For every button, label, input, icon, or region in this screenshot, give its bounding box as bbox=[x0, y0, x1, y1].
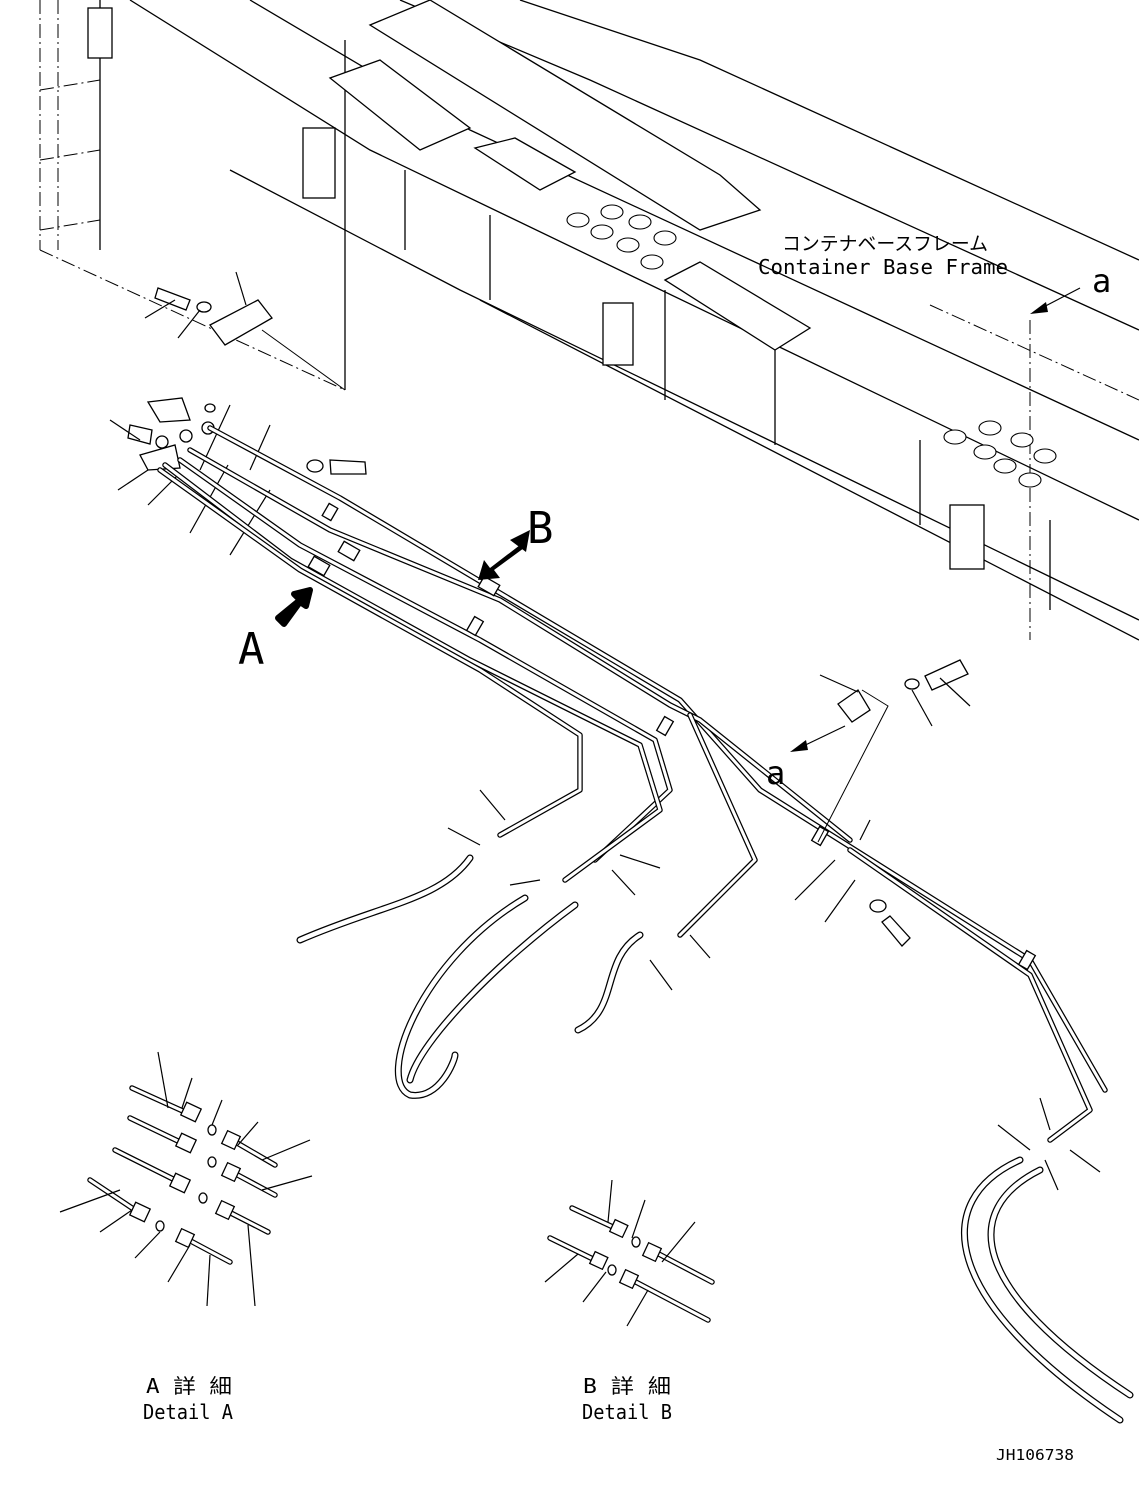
view-label-a-upper: a bbox=[1092, 262, 1111, 300]
container-base-frame bbox=[39, 0, 1139, 641]
arrow-label-B: B bbox=[527, 503, 554, 554]
frame-holes bbox=[566, 204, 1057, 488]
detail-a-drawing bbox=[59, 1051, 313, 1307]
detail-b-drawing bbox=[544, 1179, 715, 1327]
frame-label-en: Container Base Frame bbox=[758, 255, 1008, 279]
frame-label-jp: コンテナベースフレーム bbox=[782, 233, 988, 255]
upper-bracket-assembly bbox=[144, 271, 346, 391]
detail-a-label-jp: A 詳 細 bbox=[146, 1374, 232, 1398]
fitting-leaders bbox=[447, 789, 1101, 1191]
arrow-marker-B: B bbox=[478, 503, 554, 580]
detail-b-label-jp: B 詳 細 bbox=[583, 1374, 671, 1398]
arrow-marker-A: A bbox=[238, 587, 313, 675]
right-bracket-assembly bbox=[817, 659, 971, 843]
hoses bbox=[296, 854, 1134, 1424]
view-label-a-lower: a bbox=[766, 754, 785, 792]
view-arrow-a-lower: a bbox=[766, 725, 846, 792]
detail-a-label-en: Detail A bbox=[143, 1400, 233, 1424]
arrow-label-A: A bbox=[238, 624, 265, 675]
pipe-runs bbox=[157, 425, 1108, 1143]
detail-b-label-en: Detail B bbox=[582, 1400, 672, 1424]
view-arrow-a-upper: a bbox=[1030, 262, 1111, 314]
drawing-number: JH106738 bbox=[996, 1446, 1074, 1464]
